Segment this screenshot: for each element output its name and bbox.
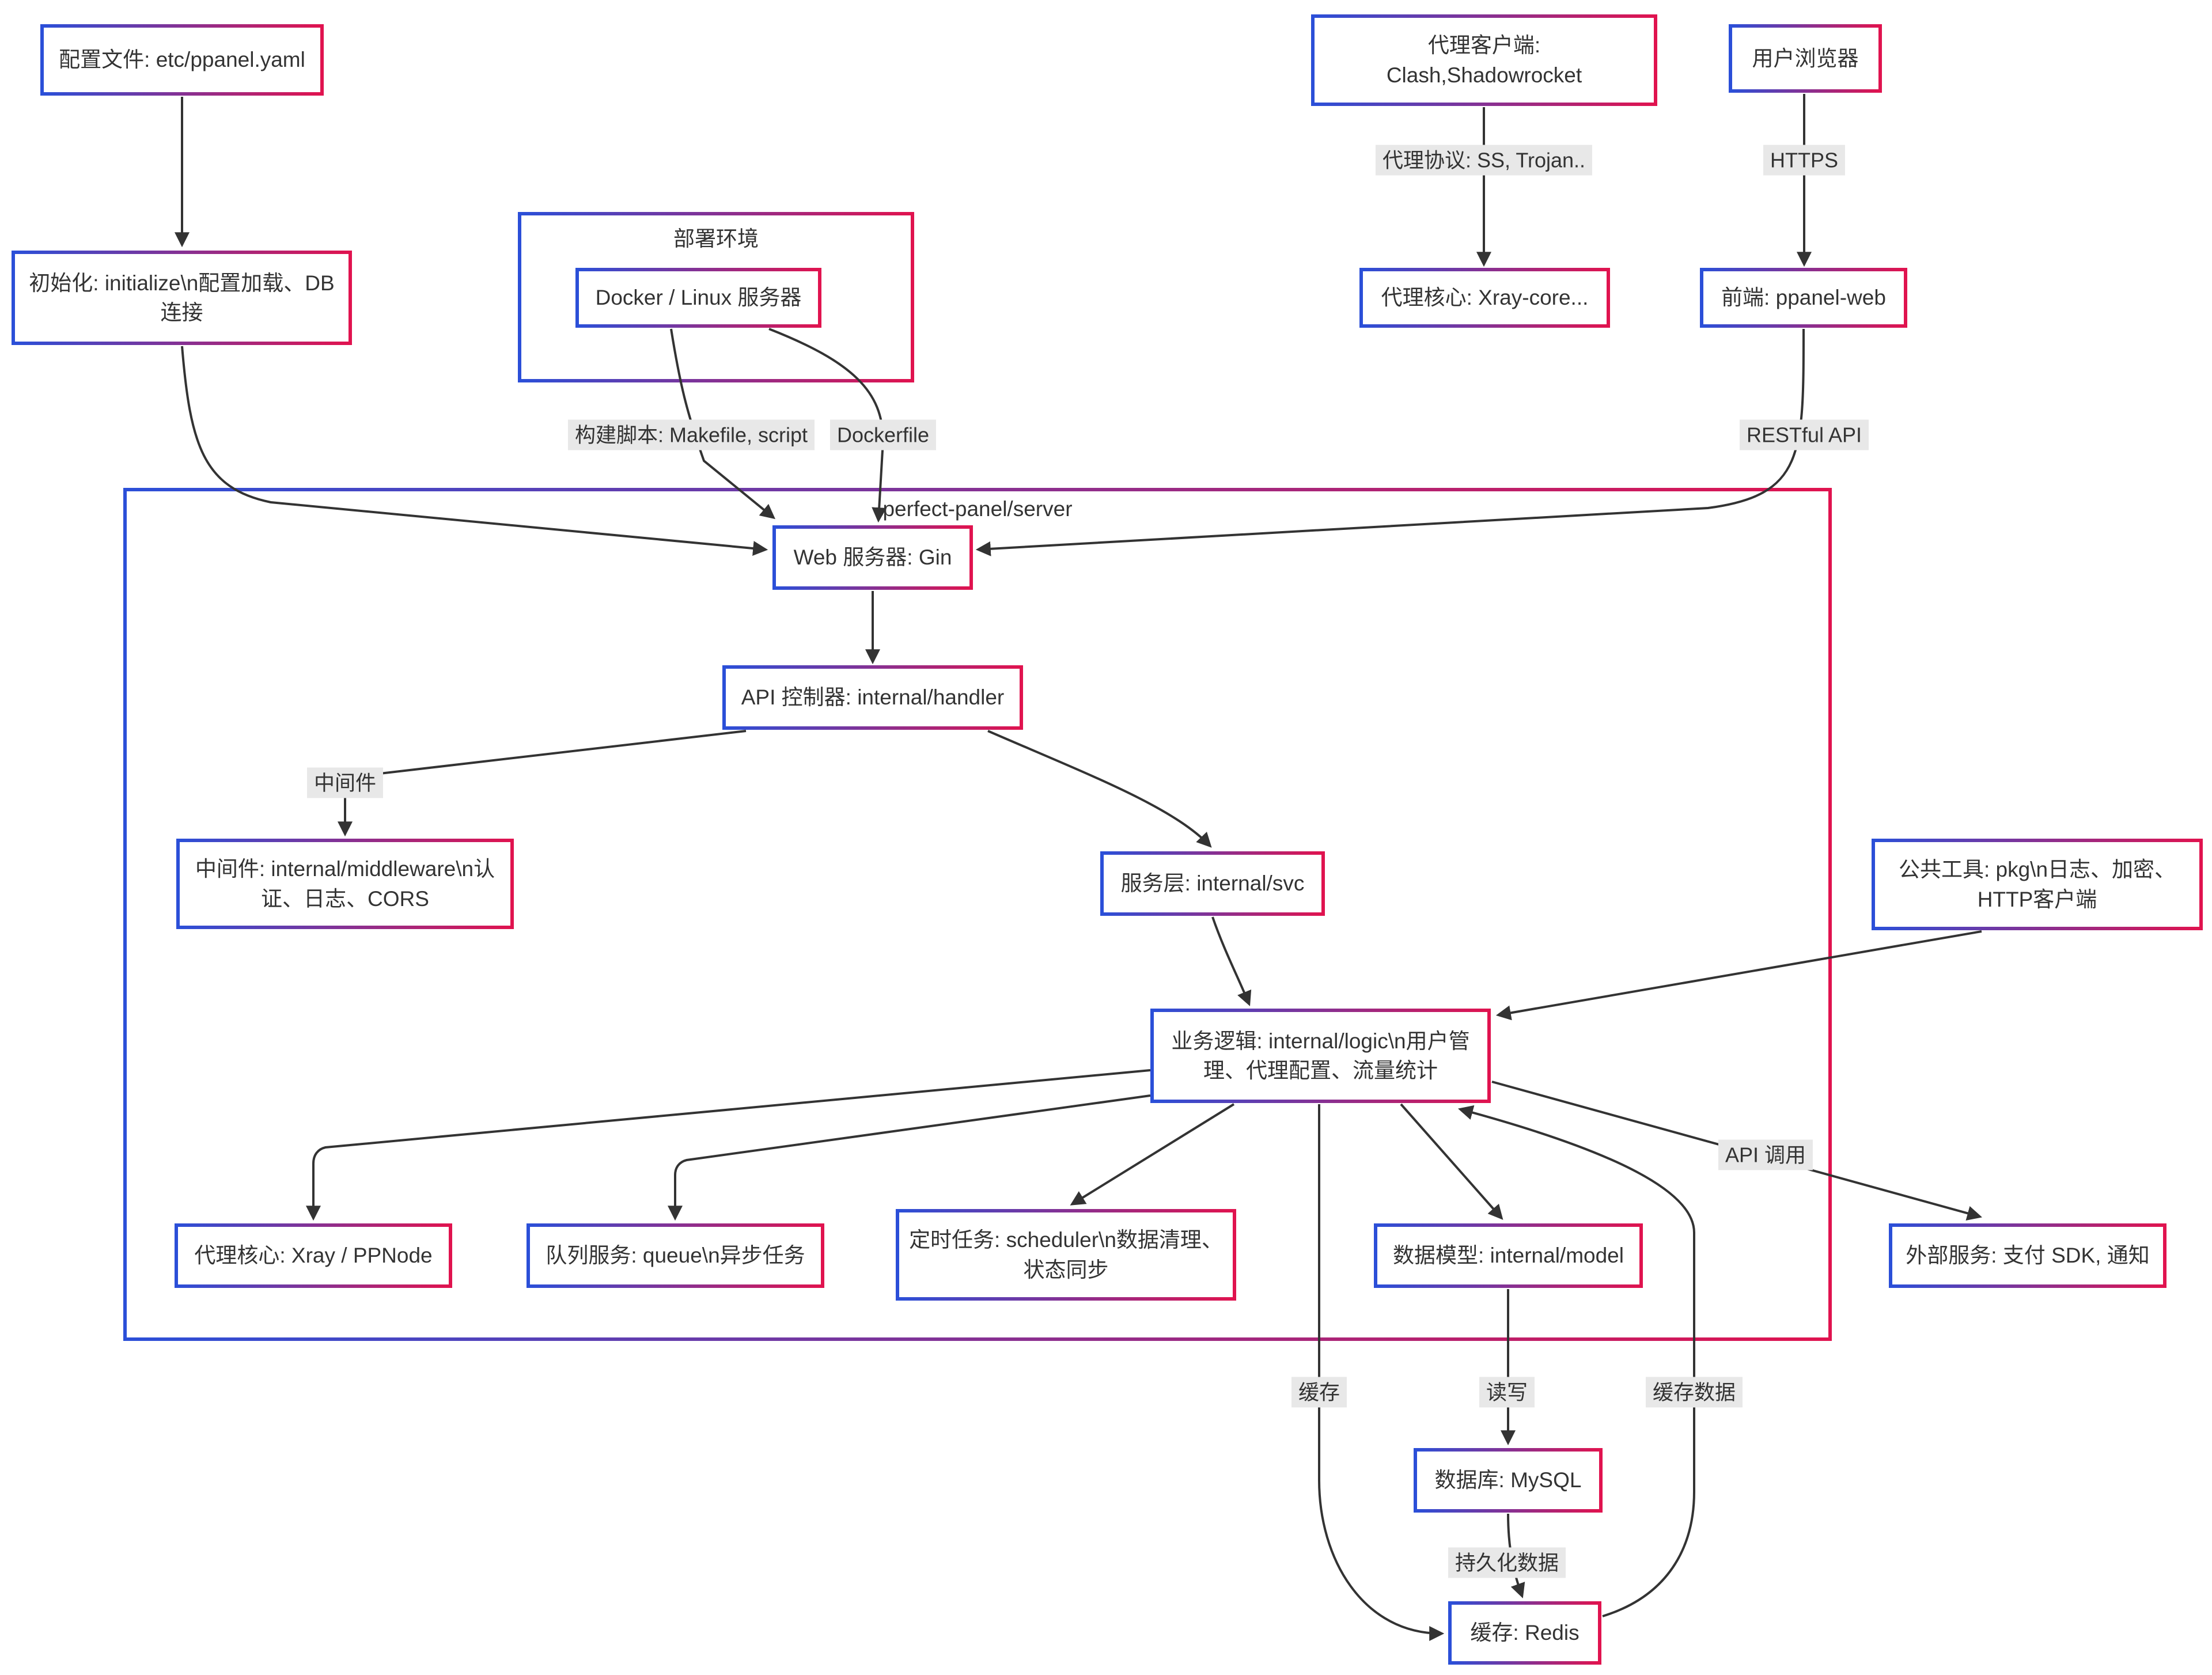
edge-label-api-call: API 调用 bbox=[1718, 1139, 1813, 1170]
node-pkg: 公共工具: pkg\n日志、加密、HTTP客户端 bbox=[1872, 839, 2203, 930]
edge-label-read-write: 读写 bbox=[1479, 1377, 1535, 1408]
node-scheduler: 定时任务: scheduler\n数据清理、状态同步 bbox=[896, 1209, 1236, 1301]
edge-label-persist: 持久化数据 bbox=[1448, 1547, 1566, 1578]
edge-label-proxy-protocol: 代理协议: SS, Trojan.. bbox=[1375, 145, 1593, 176]
node-queue: 队列服务: queue\n异步任务 bbox=[527, 1223, 824, 1288]
node-docker: Docker / Linux 服务器 bbox=[575, 268, 821, 328]
edge-label-cache: 缓存 bbox=[1291, 1377, 1347, 1408]
container-title-pps: perfect-panel/server bbox=[882, 497, 1073, 521]
edge-logic-to-scheduler bbox=[1070, 1103, 1235, 1206]
node-redis: 缓存: Redis bbox=[1448, 1601, 1601, 1665]
edge-logic-to-xray bbox=[306, 1069, 1151, 1221]
node-xray-ppnode: 代理核心: Xray / PPNode bbox=[175, 1223, 452, 1288]
node-proxy-core: 代理核心: Xray-core... bbox=[1359, 268, 1610, 328]
node-browser: 用户浏览器 bbox=[1729, 24, 1882, 93]
node-proxy-client: 代理客户端: Clash,Shadowrocket bbox=[1311, 14, 1657, 106]
edge-logic-to-model bbox=[1400, 1103, 1503, 1220]
edge-api-to-middleware bbox=[338, 730, 747, 837]
edge-svc-to-logic bbox=[1211, 916, 1252, 1006]
node-svc: 服务层: internal/svc bbox=[1100, 851, 1325, 916]
edge-label-restful-api: RESTful API bbox=[1739, 419, 1869, 450]
edge-docker-build-to-web bbox=[670, 328, 776, 520]
node-web-server: Web 服务器: Gin bbox=[772, 525, 973, 590]
node-mysql: 数据库: MySQL bbox=[1414, 1448, 1603, 1513]
edge-label-build-script: 构建脚本: Makefile, script bbox=[567, 419, 815, 450]
edge-label-dockerfile: Dockerfile bbox=[830, 419, 937, 450]
container-title-deploy-env: 部署环境 bbox=[673, 227, 759, 251]
edge-api-to-svc bbox=[987, 730, 1212, 848]
edge-label-cache-data: 缓存数据 bbox=[1645, 1377, 1743, 1408]
edge-logic-to-queue bbox=[668, 1094, 1151, 1221]
edge-label-middleware-label: 中间件 bbox=[306, 767, 384, 798]
node-init: 初始化: initialize\n配置加载、DB连接 bbox=[12, 251, 352, 345]
node-logic: 业务逻辑: internal/logic\n用户管理、代理配置、流量统计 bbox=[1150, 1009, 1491, 1103]
node-external: 外部服务: 支付 SDK, 通知 bbox=[1889, 1223, 2166, 1288]
edge-logic-cache-to-redis bbox=[1318, 1104, 1445, 1641]
edge-redis-cachedata-to-logic bbox=[1457, 1105, 1695, 1617]
node-frontend: 前端: ppanel-web bbox=[1700, 268, 1907, 328]
node-api-handler: API 控制器: internal/handler bbox=[722, 665, 1023, 730]
edge-init-to-web bbox=[181, 346, 768, 556]
node-model: 数据模型: internal/model bbox=[1374, 1223, 1643, 1288]
node-config-file: 配置文件: etc/ppanel.yaml bbox=[40, 24, 324, 96]
edge-label-https: HTTPS bbox=[1763, 145, 1846, 176]
edge-frontend-to-web bbox=[975, 328, 1805, 556]
edge-pkg-to-logic bbox=[1495, 930, 1982, 1021]
node-middleware: 中间件: internal/middleware\n认证、日志、CORS bbox=[176, 839, 514, 929]
